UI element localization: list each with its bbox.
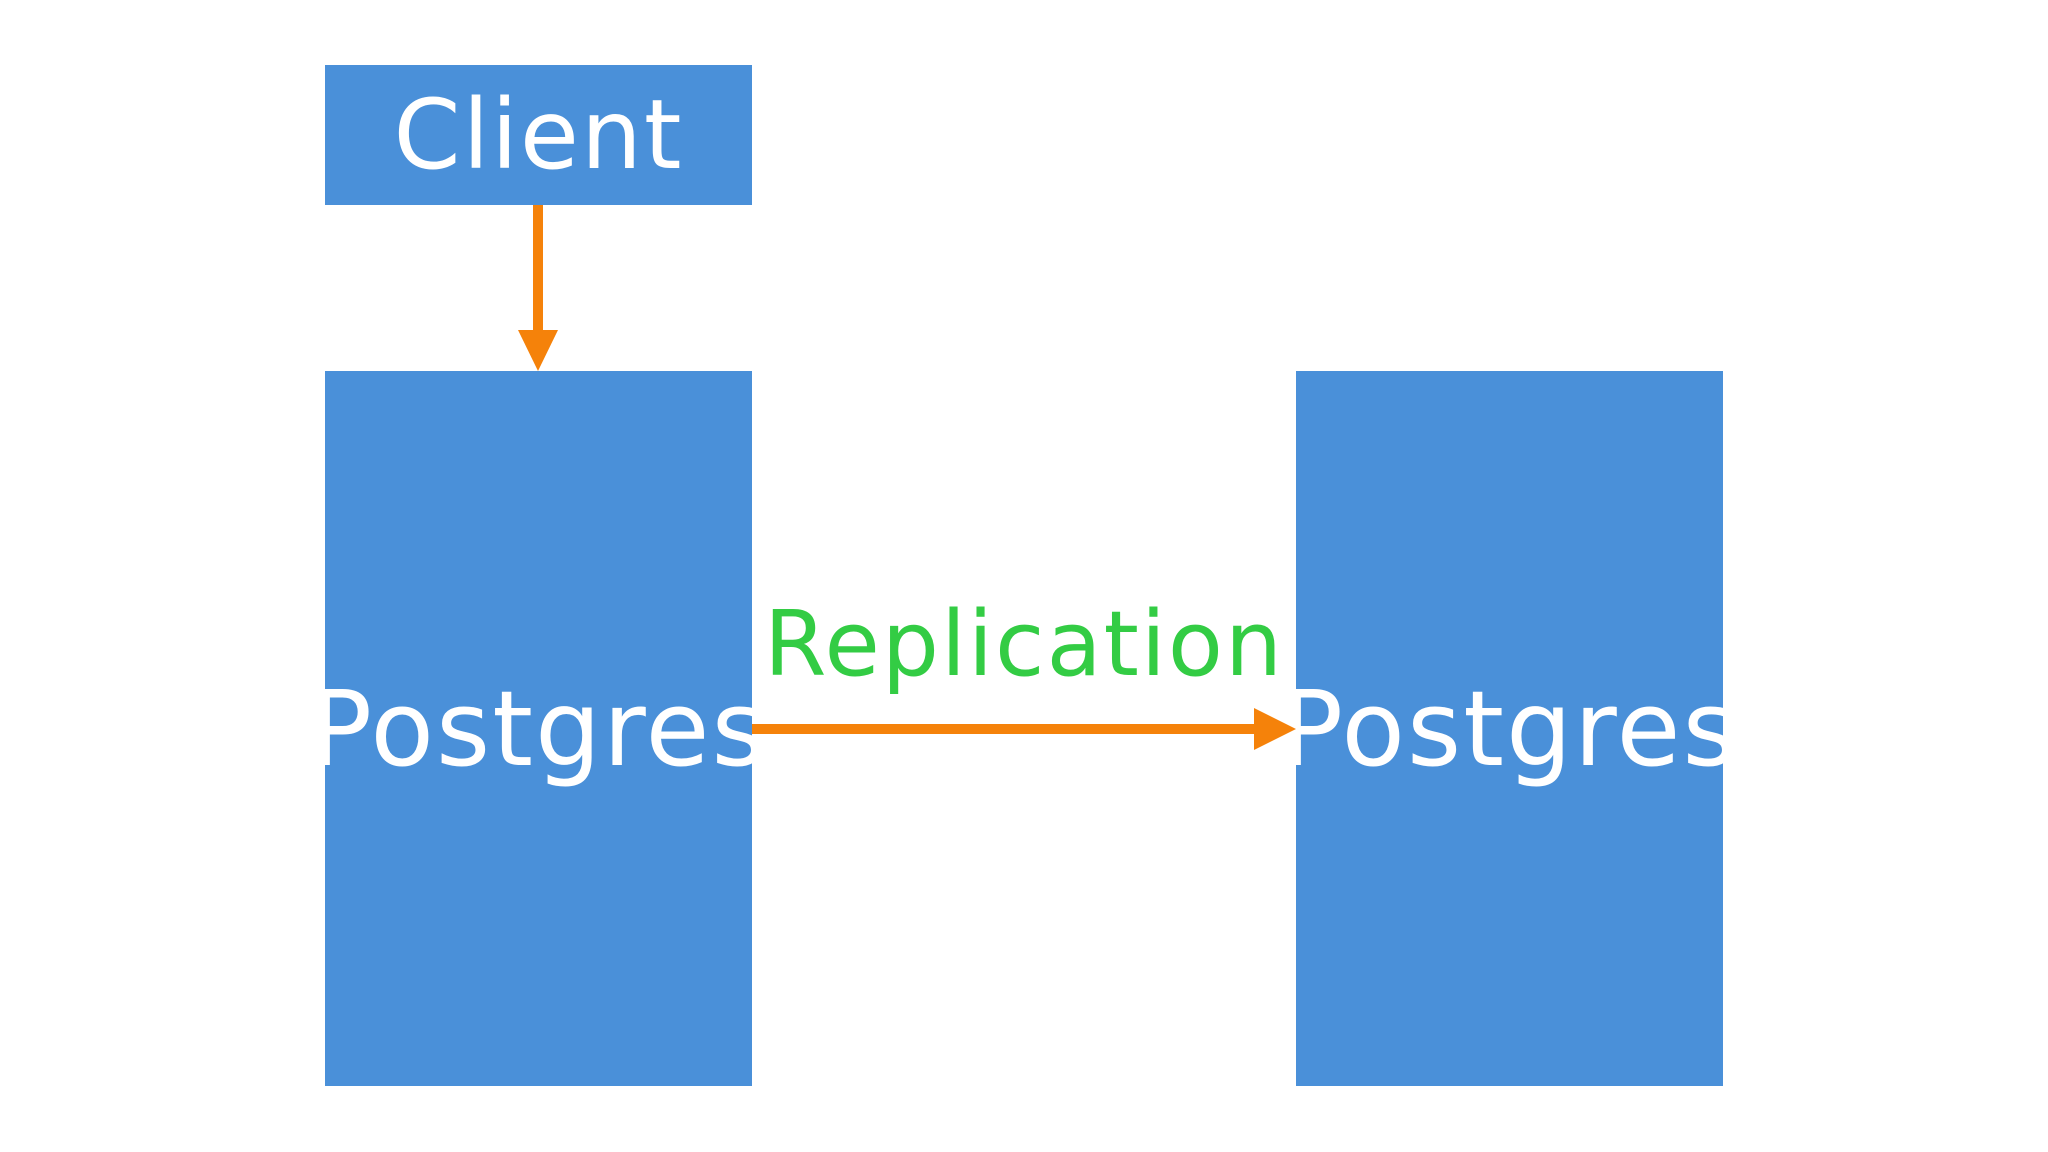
replica-postgres-label: Postgres — [1280, 667, 1739, 790]
replication-label: Replication — [763, 591, 1285, 697]
primary-postgres-box: Postgres — [309, 371, 766, 1086]
replication-arrow — [752, 708, 1296, 750]
replica-postgres-box: Postgres — [1280, 371, 1737, 1086]
client-label: Client — [393, 79, 684, 191]
primary-postgres-label: Postgres — [309, 667, 768, 790]
client-to-primary-arrow — [518, 205, 558, 371]
client-box: Client — [325, 65, 752, 205]
